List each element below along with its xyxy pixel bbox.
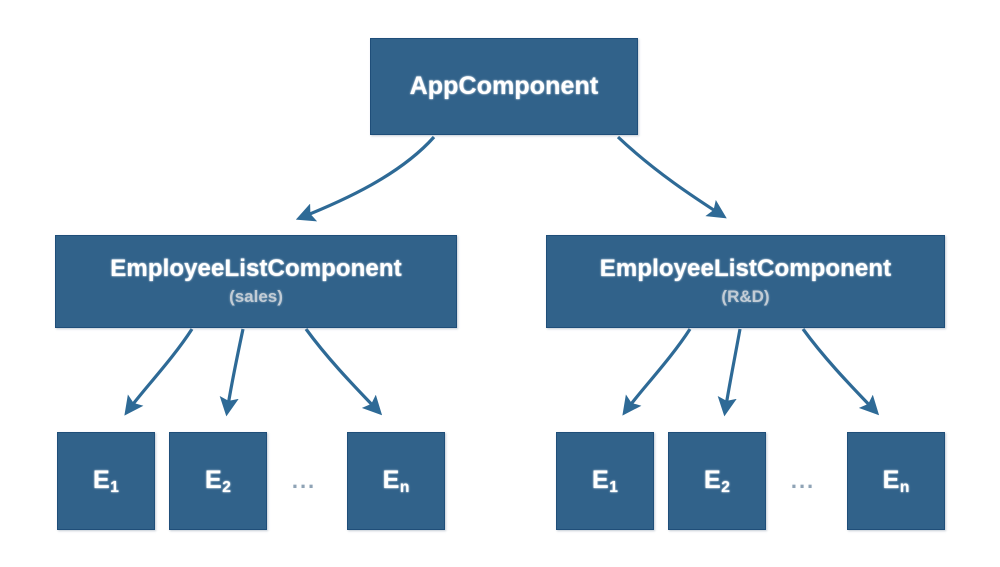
edge-sales-to-e2 [219, 328, 245, 417]
node-rnd-employee-1[interactable]: E1 [556, 432, 654, 530]
leaf-subscript: 1 [110, 479, 119, 497]
edge-sales-to-e1 [124, 328, 194, 416]
node-sales-employee-n[interactable]: En [347, 432, 445, 530]
node-sales-employee-1-label: E1 [92, 466, 119, 497]
leaf-base-letter: E [703, 466, 721, 495]
node-employee-list-rnd-subtitle: (R&D) [721, 286, 770, 306]
node-rnd-employee-1-label: E1 [591, 466, 618, 497]
edge-rnd-to-e1 [622, 328, 692, 416]
leaf-base-letter: E [882, 466, 900, 495]
node-employee-list-sales[interactable]: EmployeeListComponent (sales) [55, 235, 457, 328]
leaf-subscript: 2 [222, 479, 231, 497]
node-rnd-employee-2-label: E2 [703, 466, 730, 497]
leaf-base-letter: E [382, 466, 400, 495]
node-app-component-label: AppComponent [409, 71, 599, 100]
leaf-base-letter: E [204, 466, 222, 495]
node-employee-list-rnd[interactable]: EmployeeListComponent (R&D) [546, 235, 945, 328]
edge-sales-to-en [304, 328, 383, 416]
node-sales-employee-1[interactable]: E1 [57, 432, 155, 530]
node-employee-list-rnd-label: EmployeeListComponent [599, 255, 892, 283]
edge-root-to-rnd [616, 135, 727, 219]
edge-rnd-to-en [801, 328, 880, 416]
node-rnd-employee-n-label: En [882, 466, 910, 497]
leaf-base-letter: E [92, 466, 110, 495]
node-sales-employee-2-label: E2 [204, 466, 231, 497]
leaf-subscript: n [399, 479, 410, 497]
edge-rnd-to-e2 [717, 328, 742, 417]
leaf-subscript: 2 [721, 479, 730, 497]
node-employee-list-sales-subtitle: (sales) [229, 286, 283, 306]
leaf-subscript: 1 [609, 479, 618, 497]
node-sales-employee-2[interactable]: E2 [169, 432, 267, 530]
edge-root-to-sales [295, 135, 436, 222]
leaf-subscript: n [899, 479, 910, 497]
node-employee-list-sales-label: EmployeeListComponent [110, 255, 402, 283]
leaf-base-letter: E [591, 466, 609, 495]
rnd-ellipsis: ... [790, 468, 816, 493]
node-rnd-employee-2[interactable]: E2 [668, 432, 766, 530]
node-rnd-employee-n[interactable]: En [847, 432, 945, 530]
node-sales-employee-n-label: En [382, 466, 410, 497]
node-app-component[interactable]: AppComponent [370, 38, 638, 135]
sales-ellipsis: ... [291, 468, 317, 493]
